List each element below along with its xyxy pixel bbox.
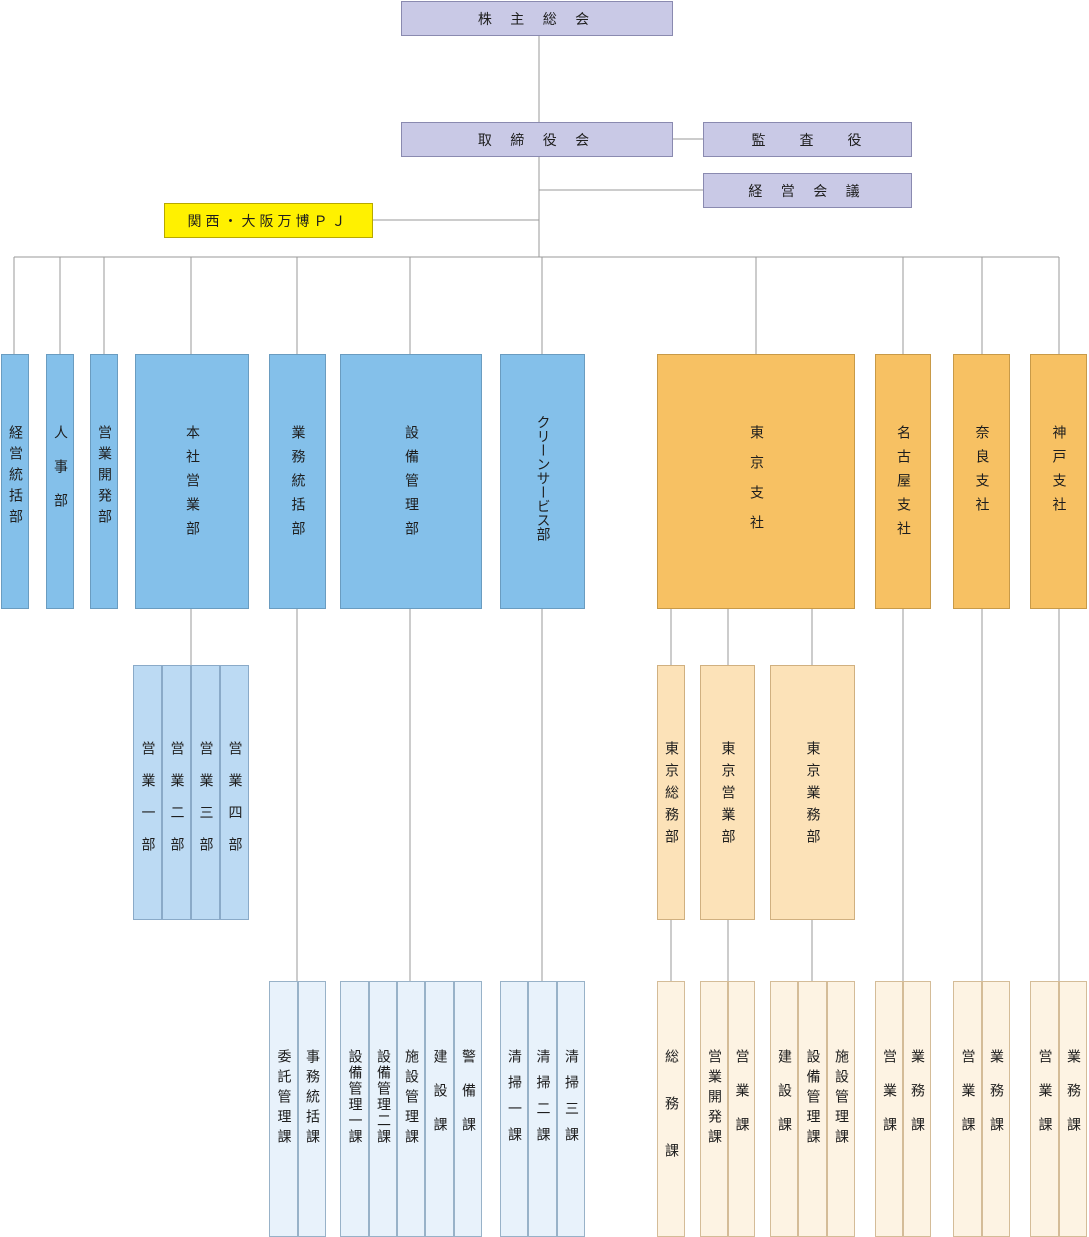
- branch-nara-label: 奈良支社: [973, 425, 990, 521]
- section-seiso-2-label: 清掃二課: [534, 1049, 551, 1153]
- dept-keiei-tokatsu: 経営統括部: [1, 354, 29, 609]
- section-keibi: 警備課: [454, 981, 482, 1237]
- section-nagoya-eigyo-label: 営業課: [881, 1049, 897, 1151]
- section-tokyo-kensetsu: 建設課: [770, 981, 798, 1237]
- section-seiso-3-label: 清掃三課: [563, 1049, 579, 1153]
- honsha-sub-2: 営業二部: [162, 665, 191, 920]
- tokyo-somu-dept: 東京総務部: [657, 665, 685, 920]
- section-tokyo-somu: 総務課: [657, 981, 685, 1237]
- section-tokyo-setsubi-kanri: 設備管理課: [798, 981, 827, 1237]
- dept-honsha-eigyo: 本社営業部: [135, 354, 249, 609]
- tokyo-somu-dept-label: 東京総務部: [663, 741, 679, 851]
- dept-setsubi-kanri-label: 設備管理部: [403, 425, 419, 545]
- honsha-sub-3-label: 営業三部: [197, 741, 214, 869]
- section-tokyo-eigyo: 営業課: [728, 981, 755, 1237]
- branch-nara: 奈良支社: [953, 354, 1010, 609]
- dept-honsha-eigyo-label: 本社営業部: [184, 425, 200, 545]
- section-jimu-tokatsu: 事務統括課: [298, 981, 326, 1237]
- tokyo-eigyo-dept-label: 東京営業部: [719, 741, 736, 851]
- dept-jinji-label: 人事部: [52, 425, 68, 527]
- section-tokyo-eigyo-kaihatsu: 営業開発課: [700, 981, 728, 1237]
- section-keibi-label: 警備課: [460, 1049, 476, 1151]
- honsha-sub-2-label: 営業二部: [168, 741, 185, 869]
- branch-tokyo: 東京支社: [657, 354, 855, 609]
- honsha-sub-1-label: 営業一部: [139, 741, 156, 869]
- section-kobe-eigyo: 営業課: [1030, 981, 1059, 1237]
- section-tokyo-setsubi-kanri-label: 設備管理課: [804, 1049, 821, 1149]
- dept-keiei-tokatsu-label: 経営統括部: [7, 425, 23, 530]
- honsha-sub-4-label: 営業四部: [226, 741, 243, 869]
- section-itaku-kanri-label: 委託管理課: [275, 1049, 292, 1149]
- section-setsubi-kanri-1: 設備管理一課: [340, 981, 369, 1237]
- branch-nagoya-label: 名古屋支社: [895, 425, 911, 545]
- tokyo-eigyo-dept: 東京営業部: [700, 665, 755, 920]
- branch-tokyo-label: 東京支社: [748, 425, 764, 545]
- tokyo-gyomu-dept-label: 東京業務部: [804, 741, 821, 851]
- management-meeting-box: 経 営 会 議: [703, 173, 912, 208]
- dept-jinji: 人事部: [46, 354, 74, 609]
- expo-project-label: 関西・大阪万博ＰＪ: [187, 213, 350, 230]
- shareholders-meeting-box: 株 主 総 会: [401, 1, 673, 36]
- section-tokyo-kensetsu-label: 建設課: [776, 1049, 792, 1151]
- section-seiso-1: 清掃一課: [500, 981, 528, 1237]
- section-tokyo-somu-label: 総務課: [663, 1049, 679, 1190]
- section-tokyo-shisetsu-kanri: 施設管理課: [827, 981, 855, 1237]
- section-setsubi-kanri-2-label: 設備管理二課: [375, 1049, 391, 1145]
- section-seiso-3: 清掃三課: [557, 981, 585, 1237]
- branch-kobe-label: 神戸支社: [1050, 425, 1067, 521]
- section-nara-eigyo-label: 営業課: [959, 1049, 976, 1151]
- section-seiso-2: 清掃二課: [528, 981, 557, 1237]
- section-nagoya-eigyo: 営業課: [875, 981, 903, 1237]
- section-setsubi-kanri-1-label: 設備管理一課: [346, 1049, 363, 1145]
- section-kensetsu: 建設課: [425, 981, 454, 1237]
- auditor-box: 監 査 役: [703, 122, 912, 157]
- dept-clean-service-label: クリーンサービス部: [534, 415, 551, 541]
- expo-project-box: 関西・大阪万博ＰＪ: [164, 203, 373, 238]
- section-tokyo-eigyo-label: 営業課: [733, 1049, 750, 1151]
- section-nagoya-gyomu: 業務課: [903, 981, 931, 1237]
- section-itaku-kanri: 委託管理課: [269, 981, 298, 1237]
- section-shisetsu-kanri: 施設管理課: [397, 981, 425, 1237]
- branch-nagoya: 名古屋支社: [875, 354, 931, 609]
- section-nagoya-gyomu-label: 業務課: [909, 1049, 925, 1151]
- section-nara-gyomu-label: 業務課: [988, 1049, 1004, 1151]
- dept-eigyo-kaihatsu: 営業開発部: [90, 354, 118, 609]
- dept-eigyo-kaihatsu-label: 営業開発部: [96, 425, 112, 530]
- auditor-label: 監 査 役: [751, 132, 864, 149]
- section-nara-gyomu: 業務課: [982, 981, 1010, 1237]
- section-nara-eigyo: 営業課: [953, 981, 982, 1237]
- dept-clean-service: クリーンサービス部: [500, 354, 585, 609]
- honsha-sub-1: 営業一部: [133, 665, 162, 920]
- board-of-directors-box: 取 締 役 会: [401, 122, 673, 157]
- dept-gyomu-tokatsu-label: 業務統括部: [289, 425, 306, 545]
- section-shisetsu-kanri-label: 施設管理課: [403, 1049, 419, 1149]
- section-kobe-gyomu: 業務課: [1059, 981, 1087, 1237]
- section-tokyo-shisetsu-kanri-label: 施設管理課: [833, 1049, 849, 1149]
- branch-kobe: 神戸支社: [1030, 354, 1087, 609]
- honsha-sub-4: 営業四部: [220, 665, 249, 920]
- section-kobe-eigyo-label: 営業課: [1036, 1049, 1053, 1151]
- section-tokyo-eigyo-kaihatsu-label: 営業開発課: [706, 1049, 722, 1149]
- dept-setsubi-kanri: 設備管理部: [340, 354, 482, 609]
- board-of-directors-label: 取 締 役 会: [477, 132, 597, 149]
- section-kobe-gyomu-label: 業務課: [1065, 1049, 1081, 1151]
- section-seiso-1-label: 清掃一課: [506, 1049, 522, 1153]
- shareholders-meeting-label: 株 主 総 会: [477, 11, 597, 28]
- dept-gyomu-tokatsu: 業務統括部: [269, 354, 326, 609]
- honsha-sub-3: 営業三部: [191, 665, 220, 920]
- section-kensetsu-label: 建設課: [431, 1049, 448, 1151]
- management-meeting-label: 経 営 会 議: [748, 183, 867, 200]
- section-setsubi-kanri-2: 設備管理二課: [369, 981, 397, 1237]
- tokyo-gyomu-dept: 東京業務部: [770, 665, 855, 920]
- section-jimu-tokatsu-label: 事務統括課: [304, 1049, 320, 1149]
